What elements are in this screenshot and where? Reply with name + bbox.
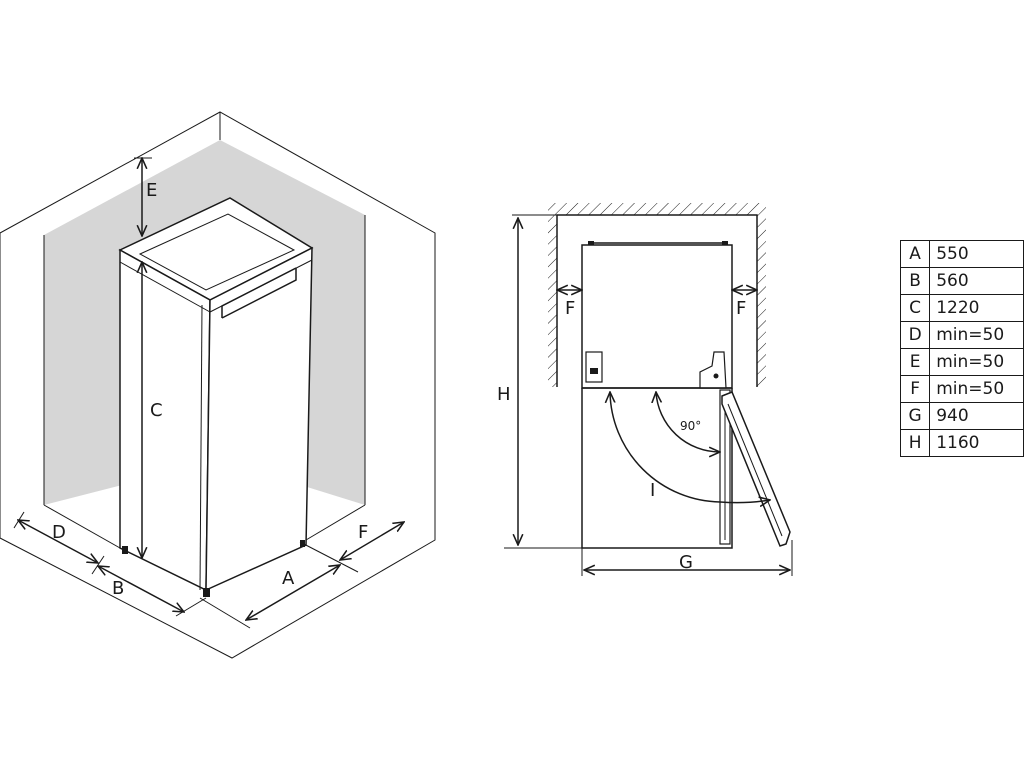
dim-value: min=50 xyxy=(929,321,1024,349)
dim-value: 550 xyxy=(929,240,1024,268)
dim-key: H xyxy=(899,429,931,457)
label-angle: 90° xyxy=(680,419,701,433)
dim-value: 1160 xyxy=(929,429,1024,457)
dim-key: D xyxy=(899,321,931,349)
left-wall-hatch xyxy=(548,215,557,387)
dim-key: G xyxy=(899,402,931,430)
dimension-table: A 550 B 560 C 1220 D min=50 E min=50 F m… xyxy=(899,240,1024,457)
dim-value: 940 xyxy=(929,402,1024,430)
right-wall-hatch xyxy=(757,215,766,387)
table-row: H 1160 xyxy=(899,429,1024,457)
freezer-plan xyxy=(581,241,791,549)
label-C: C xyxy=(150,400,163,421)
dim-value: 1220 xyxy=(929,294,1024,322)
dim-key: F xyxy=(899,375,931,403)
label-D: D xyxy=(52,522,66,543)
freezer-body xyxy=(118,197,314,597)
label-F-iso: F xyxy=(358,522,368,543)
dim-value: 560 xyxy=(929,267,1024,295)
table-row: F min=50 xyxy=(899,375,1024,403)
dim-key: E xyxy=(899,348,931,376)
label-A: A xyxy=(282,568,295,589)
label-E: E xyxy=(146,180,157,201)
label-I: I xyxy=(650,480,655,501)
dim-value: min=50 xyxy=(929,375,1024,403)
table-row: E min=50 xyxy=(899,348,1024,376)
label-F-left: F xyxy=(565,298,575,319)
label-H: H xyxy=(497,384,511,405)
label-F-right: F xyxy=(736,298,746,319)
dim-key: C xyxy=(899,294,931,322)
dim-key: B xyxy=(899,267,931,295)
isometric-view: E C D B A F xyxy=(0,111,436,659)
label-B: B xyxy=(112,578,124,599)
table-row: B 560 xyxy=(899,267,1024,295)
plan-view: F F H G 90° I xyxy=(497,203,793,576)
table-row: G 940 xyxy=(899,402,1024,430)
label-G: G xyxy=(679,552,693,573)
dim-key: A xyxy=(899,240,931,268)
table-row: A 550 xyxy=(899,240,1024,268)
table-row: C 1220 xyxy=(899,294,1024,322)
back-wall-hatch xyxy=(548,203,766,215)
table-row: D min=50 xyxy=(899,321,1024,349)
dim-value: min=50 xyxy=(929,348,1024,376)
